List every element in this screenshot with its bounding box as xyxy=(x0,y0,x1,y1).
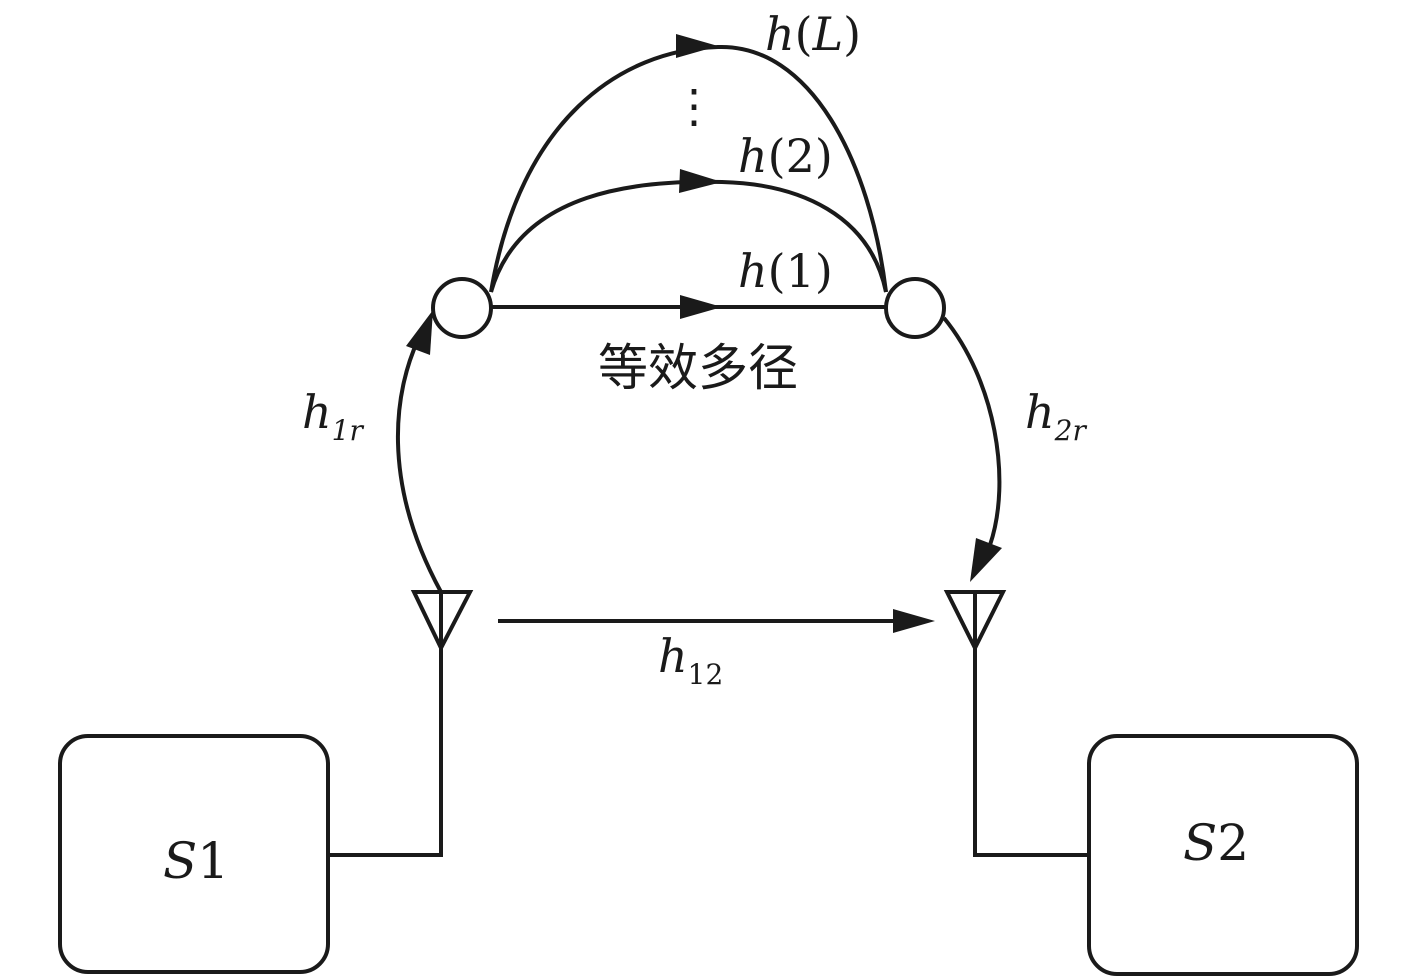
multipath-1-arrowhead xyxy=(680,295,722,319)
antenna-s2-icon xyxy=(943,590,1007,653)
relay-out-channel-arrow xyxy=(942,316,1002,546)
multipath-L-arrowhead xyxy=(676,34,718,58)
relay-in-channel-arrow xyxy=(395,339,443,593)
source-s2-label: S2 xyxy=(1183,814,1249,872)
relay-out-channel-label: h2r xyxy=(1025,385,1087,447)
direct-channel-arrowhead xyxy=(893,609,935,633)
s2-feed-line xyxy=(973,648,1089,857)
direct-channel-label: h12 xyxy=(658,629,723,691)
antenna-s1-icon xyxy=(410,590,474,653)
s1-feed-line xyxy=(328,648,443,857)
relay-out-channel-arrowhead xyxy=(970,538,1002,582)
multipath-2-arrowhead xyxy=(679,169,722,193)
multipath-L-label: h(L) xyxy=(765,7,861,61)
multipath-2-label: h(2) xyxy=(738,129,833,183)
source-s1-label: S1 xyxy=(163,832,229,890)
relay-output-node xyxy=(884,277,946,339)
relay-in-channel-label: h1r xyxy=(302,385,364,447)
multipath-1-label: h(1) xyxy=(738,244,833,298)
relay-input-node xyxy=(431,277,493,339)
relay-in-channel-arrowhead xyxy=(406,310,433,355)
multipath-caption: 等效多径 xyxy=(598,339,798,397)
multipath-ellipsis: ⋮ xyxy=(671,79,717,133)
multipath-L-arc xyxy=(489,44,888,293)
